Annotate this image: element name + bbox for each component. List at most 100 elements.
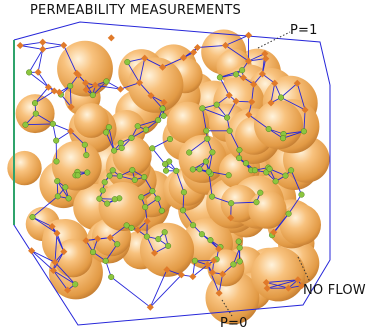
network-edge [219, 69, 243, 78]
boundary-node [267, 99, 275, 107]
pore-node [72, 281, 79, 288]
network-edge [28, 49, 44, 73]
pore-node [99, 187, 106, 194]
pore-node [236, 155, 243, 162]
pore-node [96, 195, 103, 202]
boundary-node [232, 97, 240, 105]
pore-node [198, 231, 205, 238]
pore-node [165, 242, 172, 249]
pore-node [224, 114, 231, 121]
network-edge [282, 130, 305, 139]
network-edge [137, 119, 159, 127]
boundary-node [263, 284, 271, 292]
pore-node [129, 167, 136, 174]
network-edge [152, 138, 171, 149]
network-edge [270, 83, 276, 103]
pore-node [213, 101, 220, 108]
network-edge [54, 261, 76, 285]
boundary-node [134, 226, 142, 234]
network-edge [229, 130, 240, 151]
network-edge [42, 44, 64, 50]
boundary-node [82, 237, 90, 245]
pore-node [118, 144, 125, 152]
boundary-node [82, 86, 90, 94]
network-edge [290, 170, 302, 195]
pore-node [235, 238, 242, 245]
boundary-node [135, 79, 144, 87]
pore-node [53, 158, 60, 165]
pore-node [22, 121, 29, 128]
boundary-node [219, 270, 227, 278]
pore-node [32, 110, 39, 117]
network-edge [53, 251, 65, 271]
boundary-node [160, 98, 168, 106]
sphere [53, 238, 93, 278]
boundary-node [143, 217, 151, 225]
pore-node [236, 146, 243, 154]
pore-node [105, 124, 112, 131]
sphere [166, 101, 209, 144]
network-edge [53, 270, 68, 291]
pore-node [109, 167, 116, 174]
pore-node [54, 178, 61, 185]
boundary-node [150, 249, 159, 257]
pore-node [111, 147, 118, 154]
pore-node [225, 172, 232, 179]
pore-node [102, 257, 109, 264]
boundary-node [107, 34, 115, 42]
boundary-node [193, 43, 202, 52]
pore-node [202, 158, 210, 165]
network-edge [32, 195, 59, 218]
boundary-node [82, 79, 90, 87]
network-edge [34, 86, 49, 104]
pore-node [124, 59, 131, 66]
boundary-node [210, 257, 218, 265]
network-edge [303, 109, 306, 132]
network-edge [70, 130, 86, 146]
pore-node [67, 82, 74, 89]
pore-node [226, 127, 233, 134]
pore-node [236, 244, 243, 251]
network-edge [225, 34, 249, 46]
network-edge [95, 84, 121, 90]
pore-node [131, 176, 138, 183]
sphere-packing [7, 29, 330, 325]
pore-node [282, 172, 289, 179]
box-top-edge [13, 21, 331, 86]
pore-node [196, 166, 203, 173]
pore-node [141, 174, 148, 181]
network-edge [248, 53, 266, 62]
network-edge [42, 41, 64, 46]
boundary-node [239, 74, 247, 82]
pore-node [128, 224, 135, 231]
pore-node [160, 112, 167, 119]
pore-node [236, 258, 243, 265]
boundary-node [245, 31, 253, 39]
network-edge [20, 41, 43, 46]
pore-node [128, 134, 135, 141]
pore-node [158, 207, 165, 214]
network-edge [35, 113, 54, 125]
network-edge [149, 269, 168, 308]
pore-node [83, 152, 90, 159]
network-edge [139, 58, 146, 83]
pore-node [117, 139, 124, 146]
boundary-node [141, 54, 149, 62]
boundary-node [39, 38, 47, 46]
boundary-node [215, 289, 223, 297]
network-edge [280, 97, 306, 111]
pore-node [266, 165, 273, 172]
side-leader-line [297, 256, 311, 283]
sphere [57, 40, 113, 97]
pore-node [89, 92, 96, 99]
pore-node [209, 149, 216, 156]
pore-node [26, 69, 33, 76]
pore-node [228, 200, 235, 207]
pore-node [239, 67, 246, 74]
network-edge [207, 264, 220, 294]
boundary-node [94, 235, 102, 243]
pore-node [65, 195, 72, 202]
pore-node [111, 196, 118, 203]
boundary-node [60, 41, 68, 49]
boundary-node [189, 273, 197, 281]
